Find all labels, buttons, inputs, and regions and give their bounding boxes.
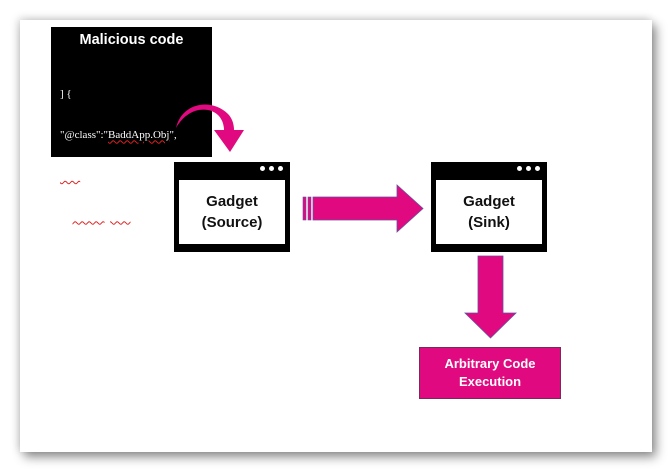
label-line: (Sink) <box>468 214 510 231</box>
code-box-title: Malicious code <box>79 32 184 48</box>
code-line: "@class":"BaddApp.Obj", <box>60 129 177 143</box>
window-dots-icon <box>517 166 540 171</box>
window-dots-icon <box>260 166 283 171</box>
gadget-source-window: Gadget (Source) <box>174 162 290 252</box>
label-line: Gadget <box>463 193 515 210</box>
code-text: ", <box>169 128 177 141</box>
code-line: ] { <box>60 88 177 102</box>
code-text: ] <box>60 290 70 303</box>
code-text-flagged: BaddApp.Obj <box>108 128 170 141</box>
code-line: ] <box>60 291 177 305</box>
code-text-flagged: val:[ <box>60 169 81 181</box>
code-text: ", <box>135 209 144 222</box>
code-snippet: ] { "@class":"BaddApp.Obj", val:[ "java.… <box>60 61 177 372</box>
code-line: 1 <box>60 250 177 264</box>
code-line: "java.lang.Long", <box>60 210 177 224</box>
label-line: (Source) <box>201 214 263 231</box>
code-text: 1 <box>60 250 77 262</box>
code-text: "@class":" <box>60 128 109 141</box>
right-arrow-icon <box>302 184 424 233</box>
down-arrow-icon <box>464 255 517 339</box>
malicious-code-box: Malicious code ] { "@class":"BaddApp.Obj… <box>51 27 212 343</box>
label-line: Execution <box>458 374 522 389</box>
label-line: Arbitrary Code <box>444 356 536 371</box>
label-line: Gadget <box>206 193 258 210</box>
gadget-source-label: Gadget (Source) <box>179 180 285 244</box>
code-line: val:[ <box>60 169 177 183</box>
curved-arrow-icon <box>176 104 244 152</box>
code-line: } <box>60 331 177 345</box>
gadget-sink-window: Gadget (Sink) <box>431 162 547 252</box>
code-text: ] { <box>60 88 72 100</box>
code-text: } <box>60 331 66 343</box>
gadget-sink-label: Gadget (Sink) <box>436 180 542 244</box>
code-text: " <box>60 209 71 222</box>
code-text-flagged: java.lang.Long <box>70 209 136 222</box>
